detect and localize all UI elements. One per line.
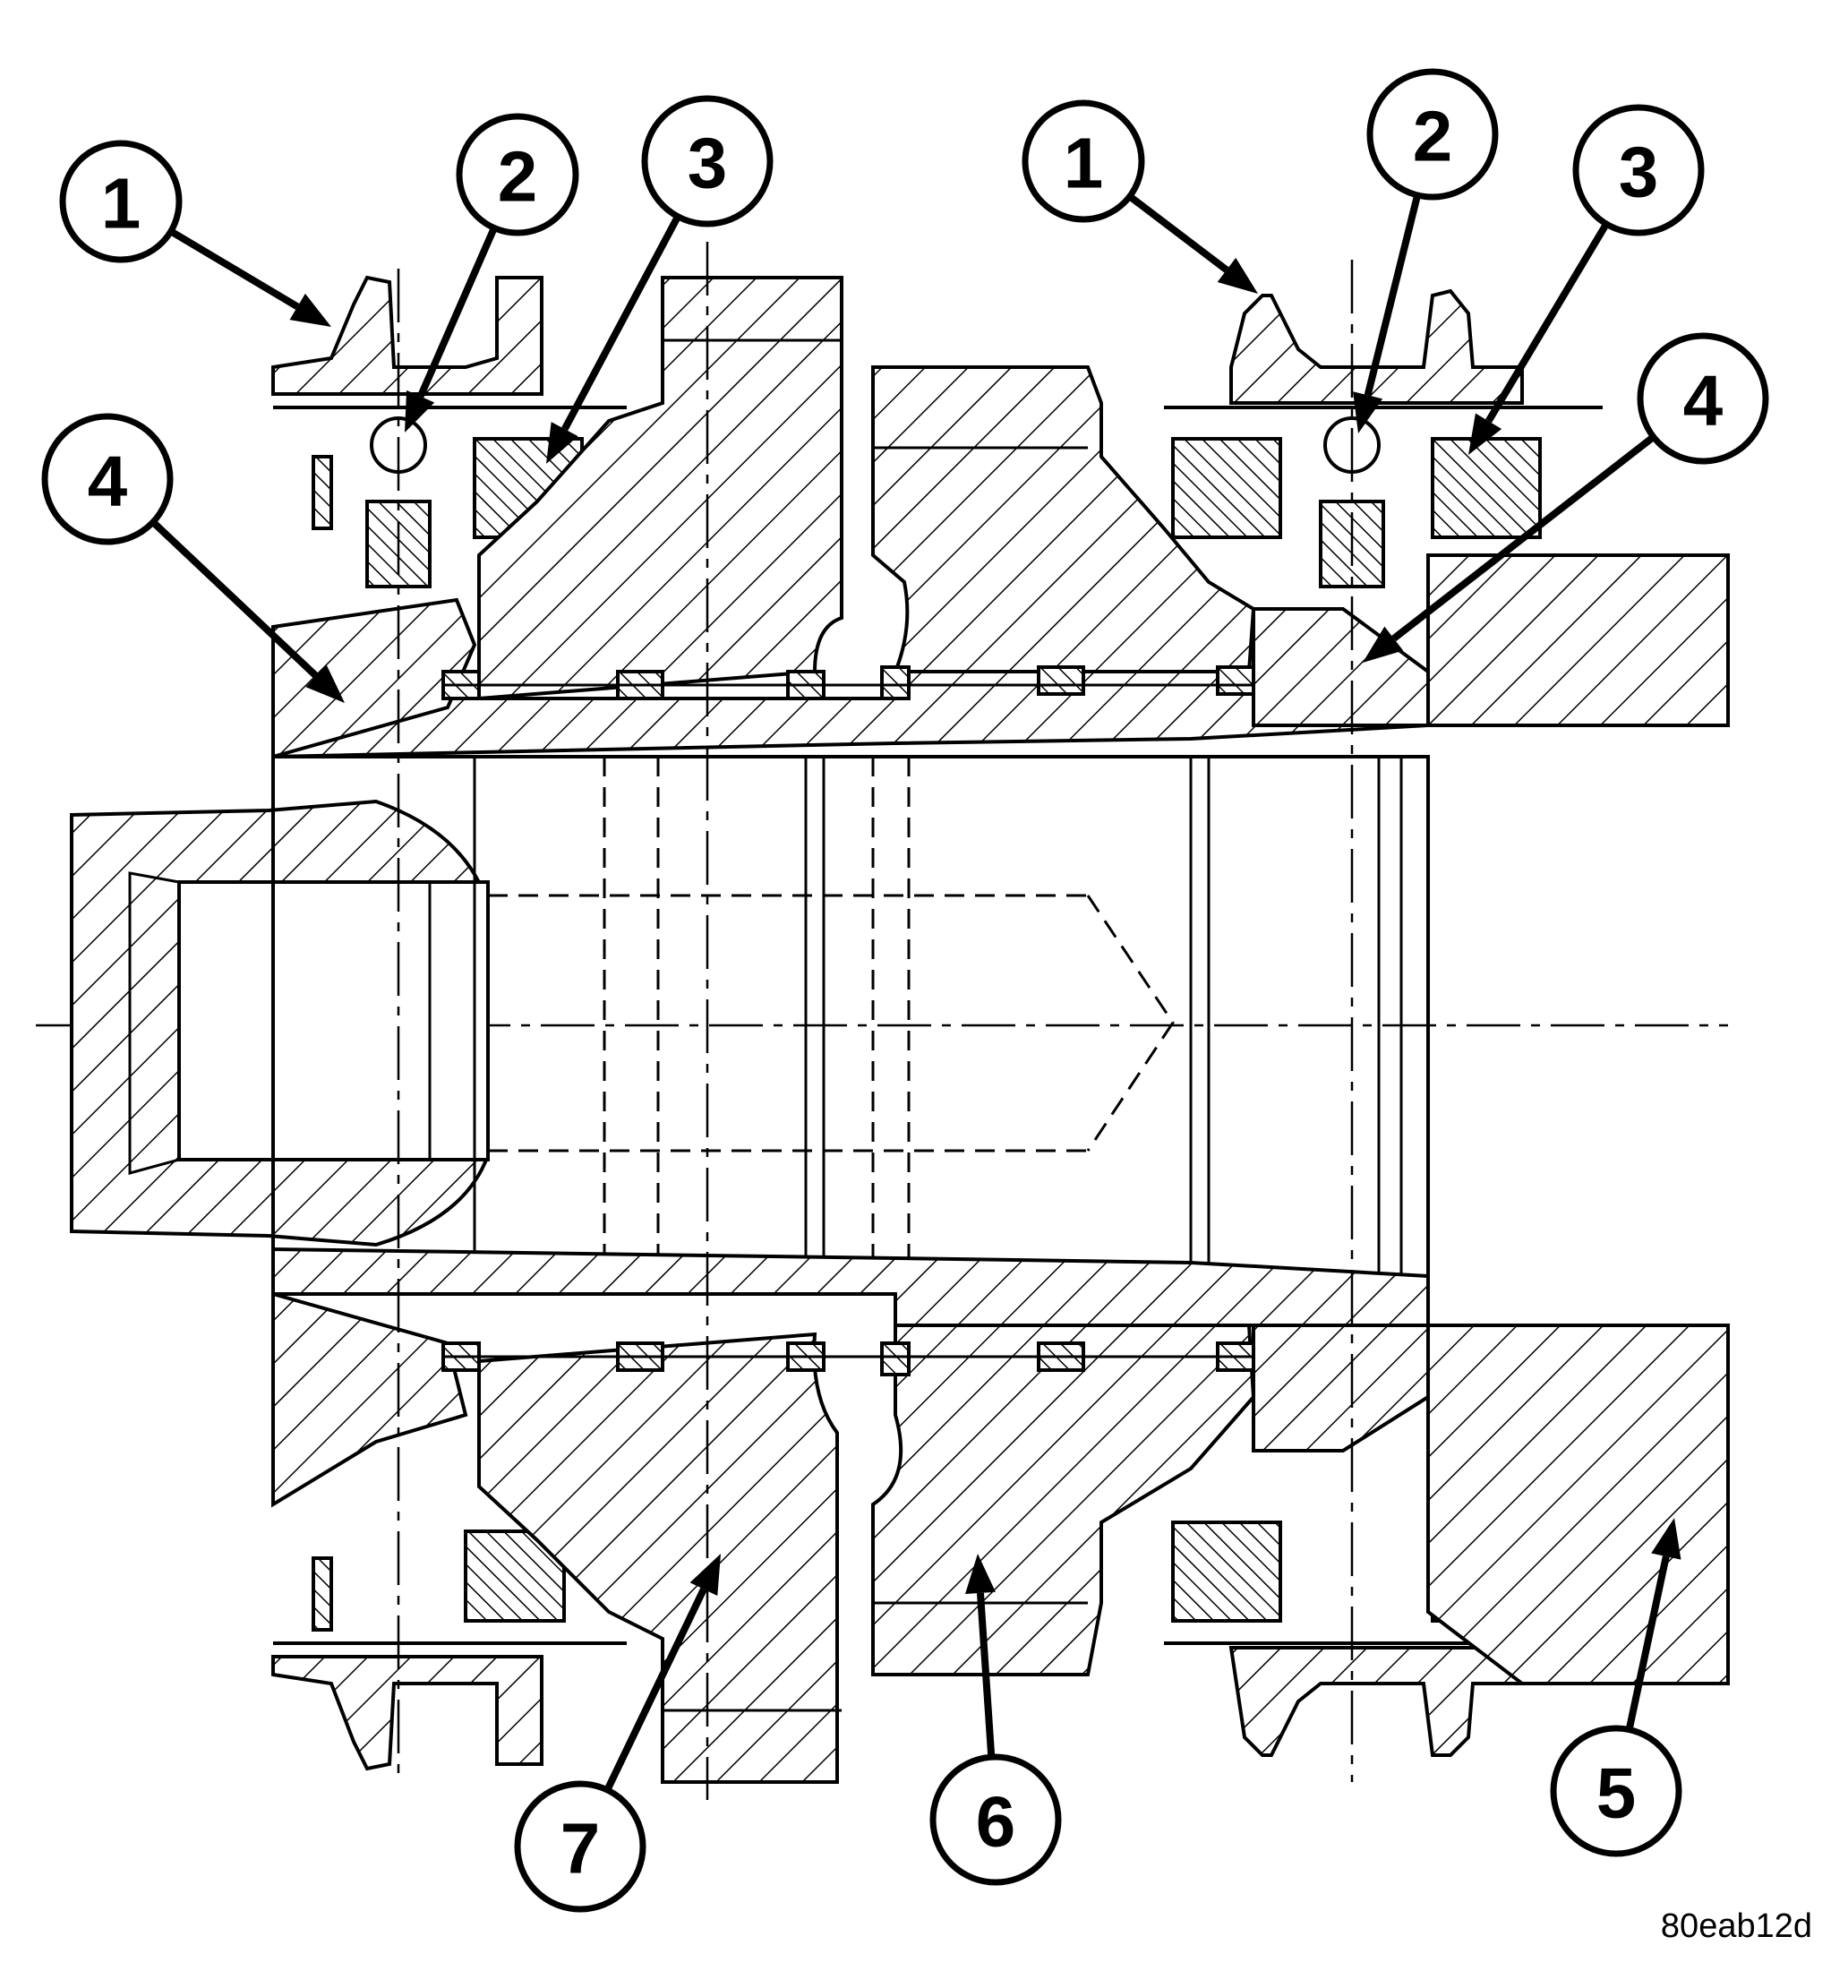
leader-line: [416, 226, 498, 398]
callout-circle: [1022, 99, 1145, 223]
callout-number: 2: [498, 137, 538, 217]
callout-number: 3: [1619, 133, 1659, 212]
callout-number: 7: [560, 1809, 601, 1889]
callout-number: 2: [1413, 97, 1453, 176]
callout-circle: [59, 140, 183, 263]
right-blocker-lower-left: [1171, 1521, 1282, 1623]
callout-circle: [41, 413, 174, 545]
leader-line: [976, 1592, 996, 1758]
left-sleeve-upper: [271, 275, 543, 396]
arrowhead: [689, 1554, 721, 1597]
arrowhead: [1217, 257, 1258, 294]
callout-number: 6: [976, 1782, 1016, 1862]
right-hub-upper: [1252, 607, 1430, 727]
callout-c1-right: 1: [1022, 99, 1258, 294]
gear-7-upper: [477, 276, 843, 701]
callout-circle: [514, 1780, 646, 1913]
leader-line: [1391, 433, 1656, 642]
main-shaft: [271, 755, 1430, 1296]
callout-number: 5: [1596, 1753, 1637, 1833]
callout-circle: [929, 1753, 1062, 1886]
leader-line: [1485, 222, 1610, 424]
callout-circle: [456, 113, 579, 236]
callout-c2-right: 2: [1353, 68, 1499, 433]
right-sleeve-upper: [1229, 288, 1524, 405]
left-hub-lower: [271, 1291, 468, 1508]
arrowhead: [305, 664, 345, 703]
callout-circle: [1572, 104, 1705, 236]
output-flange: [70, 799, 490, 1247]
callout-c6: 6: [929, 1554, 1062, 1886]
arrowhead: [289, 293, 331, 327]
gear-5-upper: [1426, 553, 1730, 727]
callout-circle: [641, 95, 774, 227]
lower-hub-sleeve: [271, 1247, 1430, 1327]
right-hub-lower: [1252, 1324, 1430, 1452]
callout-c1-left: 1: [59, 140, 331, 327]
leader-line: [150, 519, 319, 679]
callout-circle: [1550, 1725, 1682, 1857]
leader-line: [1127, 193, 1229, 273]
arrowhead: [546, 422, 578, 464]
arrowhead: [1651, 1518, 1681, 1560]
leader-line: [168, 227, 300, 310]
callout-c4-left: 4: [41, 413, 345, 703]
leader-line: [561, 214, 681, 432]
callout-number: 1: [1064, 124, 1104, 203]
left-sleeve-lower: [271, 1655, 543, 1771]
figure-code: 80eab12d: [1660, 1907, 1812, 1945]
callout-number: 3: [688, 124, 728, 203]
gear-6-upper: [871, 365, 1256, 673]
callout-number: 4: [88, 441, 128, 521]
gear-5-lower: [1426, 1324, 1730, 1685]
arrowhead: [405, 390, 435, 433]
right-blocker-upper-right: [1431, 437, 1542, 539]
left-small-ring-upper: [312, 455, 333, 530]
callout-c3-left: 3: [546, 95, 774, 464]
arrowhead: [1468, 413, 1502, 455]
leader-line: [603, 1587, 707, 1792]
needle-bearings: [441, 665, 1255, 1376]
callout-c5: 5: [1550, 1518, 1682, 1857]
arrowhead: [964, 1554, 996, 1595]
leader-line: [1364, 193, 1422, 397]
callout-c7: 7: [514, 1554, 721, 1913]
callout-c3-right: 3: [1468, 104, 1705, 455]
callout-number: 4: [1683, 361, 1724, 441]
callout-circle: [1637, 332, 1769, 465]
arrowhead: [1353, 391, 1383, 433]
left-small-ring-lower: [312, 1556, 333, 1632]
leader-line: [1625, 1555, 1670, 1731]
right-blocker-upper-left: [1171, 437, 1282, 539]
arrowhead: [1363, 626, 1404, 663]
right-sleeve-lower: [1228, 1646, 1524, 1757]
callout-c2-left: 2: [405, 113, 579, 433]
callout-c4-right: 4: [1363, 332, 1769, 663]
callout-circle: [1366, 68, 1499, 201]
callout-number: 1: [101, 164, 141, 244]
